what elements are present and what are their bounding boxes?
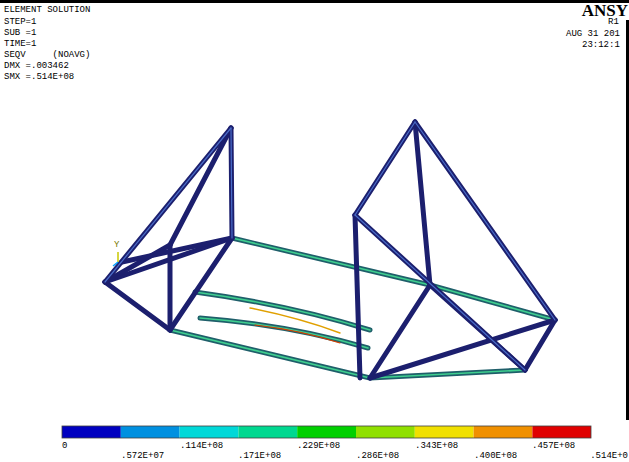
scale-value: .114E+08 — [180, 441, 223, 451]
right-border — [626, 20, 629, 420]
scale-value: .400E+08 — [474, 451, 517, 461]
frame-members — [105, 122, 555, 378]
scale-value: .171E+08 — [238, 451, 281, 461]
axis-triad — [113, 252, 118, 266]
axis-label: Y — [114, 240, 119, 250]
header-line: SUB =1 — [4, 28, 36, 38]
scale-value: .572E+07 — [121, 451, 164, 461]
product-name: ANSY — [582, 2, 628, 20]
color-bar — [62, 426, 591, 438]
scale-value: .229E+08 — [297, 441, 340, 451]
header-line: ELEMENT SOLUTION — [4, 5, 90, 15]
time-label: 23:12:1 — [582, 40, 620, 50]
header-line: SEQV (NOAVG) — [4, 50, 90, 60]
scale-value: .514E+0 — [590, 451, 628, 461]
scale-value: 0 — [62, 441, 67, 451]
header-line: DMX =.003462 — [4, 61, 69, 71]
header-line: TIME=1 — [4, 39, 36, 49]
date-label: AUG 31 201 — [566, 29, 620, 39]
scale-value: .286E+08 — [356, 451, 399, 461]
scale-value: .457E+08 — [532, 441, 575, 451]
release-label: R1 — [608, 17, 619, 27]
header-line: SMX =.514E+08 — [4, 72, 74, 82]
header-line: STEP=1 — [4, 17, 36, 27]
top-border — [0, 0, 629, 3]
scale-value: .343E+08 — [415, 441, 458, 451]
